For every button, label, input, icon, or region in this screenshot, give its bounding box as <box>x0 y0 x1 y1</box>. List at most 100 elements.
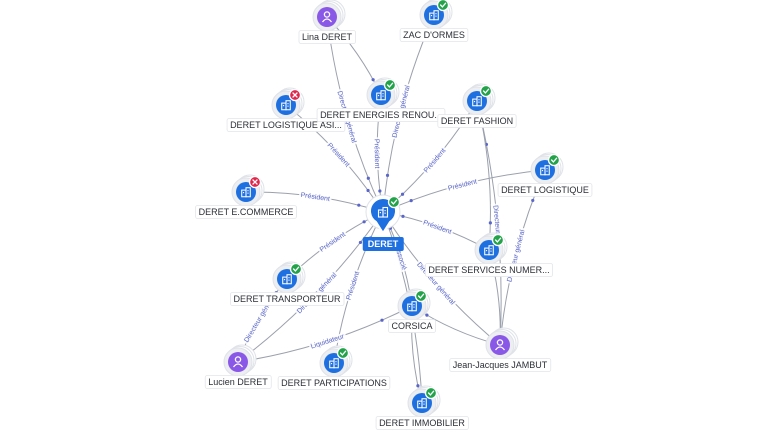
edge-label-bg <box>413 259 458 309</box>
edge-arrow <box>385 173 390 177</box>
status-active-badge <box>436 0 450 12</box>
graph-node-lucien[interactable]: Lucien DERET <box>204 344 272 389</box>
edge-label-bg <box>445 177 480 194</box>
building-icon <box>429 10 439 21</box>
graph-node-participations[interactable]: DERET PARTICIPATIONS <box>277 345 391 390</box>
node-label-group: DERET TRANSPORTEUR <box>230 292 345 306</box>
check-icon <box>550 157 558 163</box>
node-label: DERET FASHION <box>441 116 513 126</box>
cross-icon <box>292 92 298 98</box>
status-active-badge <box>414 289 428 303</box>
node-label-bg <box>399 28 469 42</box>
edge-label: Directeur g <box>491 205 501 240</box>
edge-label: Président <box>447 178 477 192</box>
graph-node-corsica[interactable]: CORSICA <box>388 288 436 333</box>
check-icon <box>439 2 447 8</box>
node-label-group: DERET SERVICES NUMER... <box>424 263 554 277</box>
edge-arrow <box>357 203 361 207</box>
edge-label: Président <box>300 192 330 203</box>
node-label-group: DERET FASHION <box>437 114 517 128</box>
edge-arrow <box>378 189 382 193</box>
status-closed-badge <box>248 175 262 189</box>
graph-node-transporteur[interactable]: DERET TRANSPORTEUR <box>230 261 345 306</box>
edge-arrow <box>362 220 366 224</box>
graph-node-immobilier[interactable]: DERET IMMOBILIER <box>375 385 469 430</box>
node-label-group: ZAC D'ORMES <box>399 28 469 42</box>
check-icon <box>494 237 502 243</box>
node-label: DERET LOGISTIQUE ASI... <box>230 120 342 130</box>
check-icon <box>482 88 490 94</box>
edge-label-group: Président <box>298 191 332 204</box>
node-label: Lina DERET <box>302 32 353 42</box>
center-label-bg <box>362 237 404 251</box>
graph-node-energies[interactable]: DERET ENERGIES RENOU... <box>316 77 446 122</box>
node-label-bg <box>226 118 346 132</box>
status-active-badge <box>387 195 401 209</box>
edge-arrow <box>409 199 413 203</box>
graph-node-services[interactable]: DERET SERVICES NUMER... <box>424 232 554 277</box>
edge-arrow <box>358 240 363 245</box>
node-label-group: DERET PARTICIPATIONS <box>277 376 391 390</box>
status-active-badge <box>336 346 350 360</box>
node-label: DERET TRANSPORTEUR <box>233 294 341 304</box>
building-icon <box>407 301 417 312</box>
edge-label-group: Président <box>324 140 352 171</box>
edge-arrow <box>425 313 429 317</box>
graph-node-jambut[interactable]: Jean-Jacques JAMBUT <box>449 327 552 372</box>
check-icon <box>339 350 347 356</box>
node-label-bg <box>449 358 552 372</box>
edge-arrow <box>366 176 370 180</box>
building-icon <box>241 187 251 198</box>
graph-node-logistique[interactable]: DERET LOGISTIQUE <box>497 152 593 197</box>
node-label: Lucien DERET <box>208 377 268 387</box>
edge-label: Président <box>373 139 381 169</box>
edge-arrow <box>416 384 420 388</box>
edge-label-bg <box>421 145 449 176</box>
person-icon <box>494 339 506 351</box>
graph-node-ecommerce[interactable]: DERET E.COMMERCE <box>195 174 297 219</box>
node-label-bg <box>298 30 356 44</box>
center-node-layer: DERET <box>362 194 404 251</box>
edge-label-group: Président <box>421 145 449 176</box>
graph-node-fashion[interactable]: DERET FASHION <box>437 83 517 128</box>
node-label: ZAC D'ORMES <box>403 30 465 40</box>
edge-label: Président <box>319 231 347 254</box>
edge-arrow <box>400 192 405 196</box>
node-label-group: Lucien DERET <box>204 375 272 389</box>
status-active-badge <box>479 84 493 98</box>
edge-label-bg <box>308 332 348 352</box>
building-icon <box>540 165 550 176</box>
building-icon <box>376 90 386 101</box>
node-label-bg <box>497 183 593 197</box>
person-icon <box>321 11 333 23</box>
edge-arrow <box>366 188 370 193</box>
person-icon <box>232 356 244 368</box>
edge-label-bg <box>317 229 349 256</box>
building-icon <box>417 398 427 409</box>
building-icon <box>282 274 292 285</box>
edge-label-bg <box>344 269 363 303</box>
node-label: DERET PARTICIPATIONS <box>281 378 387 388</box>
graph-node-zac[interactable]: ZAC D'ORMES <box>399 0 469 42</box>
check-icon <box>386 82 394 88</box>
node-label: DERET IMMOBILIER <box>379 418 465 428</box>
status-active-badge <box>289 262 303 276</box>
graph-node-deret-center[interactable]: DERET <box>362 194 404 251</box>
edge-label-bg <box>324 140 352 171</box>
graph-node-lina[interactable]: Lina DERET <box>298 0 356 44</box>
graph-node-logasi[interactable]: DERET LOGISTIQUE ASI... <box>226 87 346 132</box>
edge-arrow <box>401 214 405 218</box>
node-label-group: DERET IMMOBILIER <box>375 416 469 430</box>
building-icon <box>281 100 291 111</box>
node-label: CORSICA <box>391 321 432 331</box>
edge-label-bg <box>490 203 503 242</box>
node-label-group: DERET ENERGIES RENOU... <box>316 108 446 122</box>
node-label-group: Lina DERET <box>298 30 356 44</box>
node-label: DERET ENERGIES RENOU... <box>320 110 442 120</box>
check-icon <box>417 293 425 299</box>
center-label: DERET <box>368 239 399 249</box>
edge-label: Président <box>346 271 362 301</box>
node-label-group: Jean-Jacques JAMBUT <box>449 358 552 372</box>
